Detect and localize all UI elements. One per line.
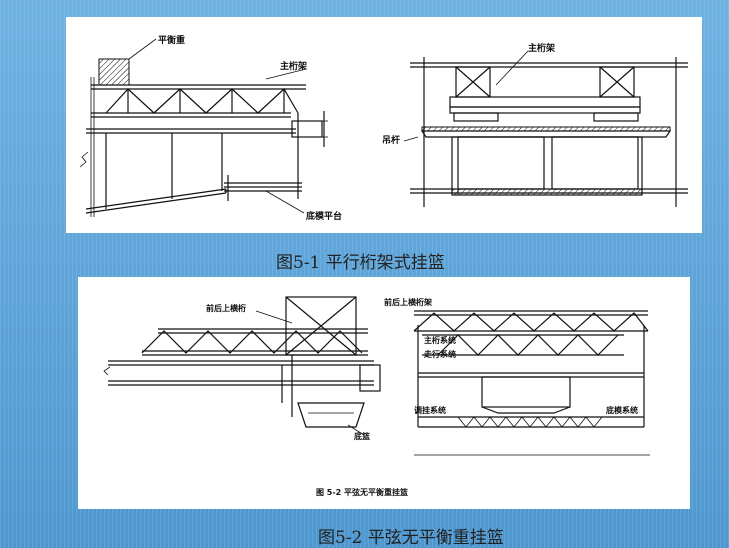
counterweight-block (98, 58, 130, 86)
figure-2-left-view: 前后上横桁 (103, 296, 381, 441)
label-front-rear-truss-right: 前后上横桁架 (384, 297, 432, 307)
figure-2-inner-caption: 图 5-2 平弦无平衡重挂篮 (316, 487, 408, 497)
label-main-truss-left: 主桁架 (280, 60, 307, 72)
label-walking-system: 走行系统 (423, 349, 456, 359)
label-counterweight: 平衡重 (158, 34, 185, 46)
label-main-truss-right: 主桁架 (528, 42, 555, 54)
label-bottom-basket: 底篮 (353, 431, 370, 441)
figure-1-right-view: 主桁架 (382, 42, 688, 207)
label-bottom-form-system: 底模系统 (605, 405, 638, 415)
label-hanging-system: 调挂系统 (414, 405, 446, 415)
figure-2-drawing: 前后上横桁 (78, 277, 690, 509)
figure-2-right-view: 前后上横桁架 主桁系统 走行系统 (384, 297, 650, 456)
label-main-truss-system: 主桁系统 (424, 335, 456, 345)
figure-1-drawing: 平衡重 主桁架 (66, 17, 702, 233)
label-hanger: 吊杆 (382, 134, 400, 146)
figure-1-caption: 图5-1 平行桁架式挂篮 (276, 253, 445, 273)
label-bottom-platform: 底模平台 (306, 210, 342, 222)
figure-1-left-view: 平衡重 主桁架 (79, 34, 342, 222)
label-front-rear-beam-left: 前后上横桁 (206, 303, 246, 313)
figure-2-caption: 图5-2 平弦无平衡重挂篮 (318, 528, 504, 548)
